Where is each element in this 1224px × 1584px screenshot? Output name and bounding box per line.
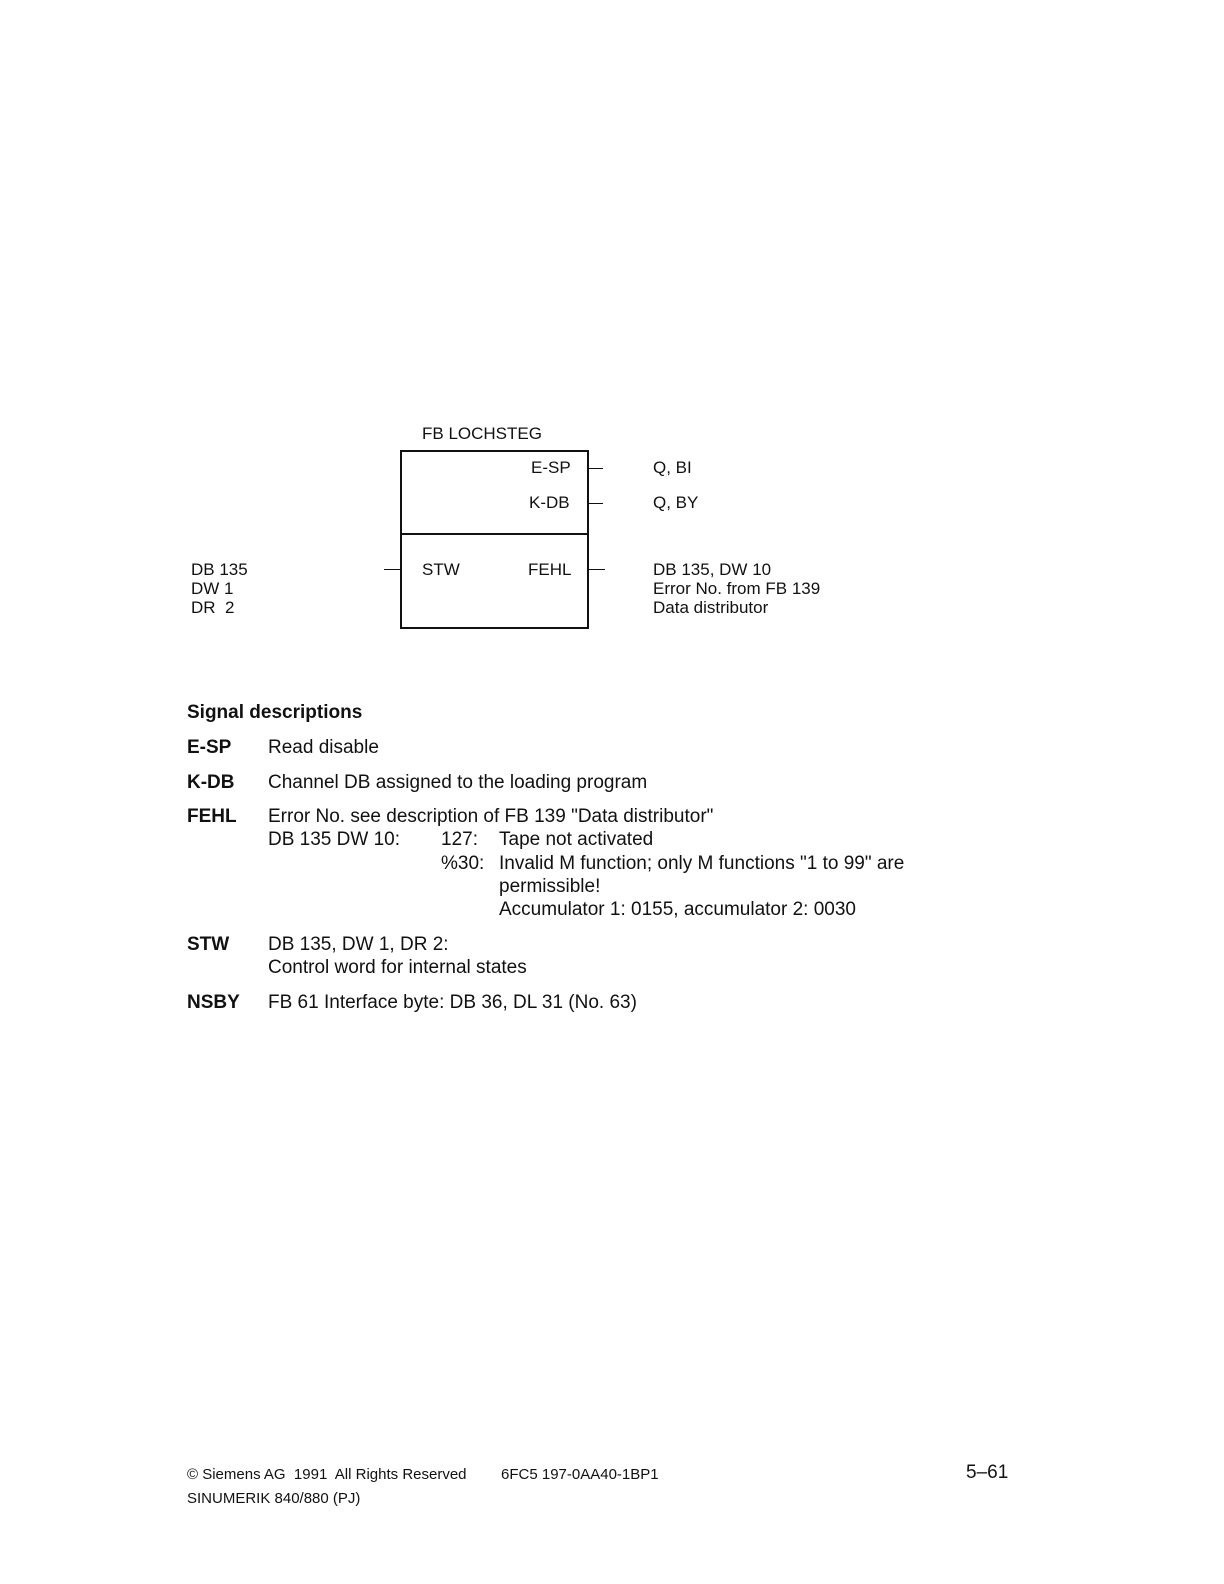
operand-esp: Q, BI [653, 458, 692, 477]
output-line-1: DB 135, DW 10 [653, 560, 772, 579]
input-line-2: DW 1 [191, 579, 234, 598]
signal-text-stw-line-2: Control word for internal states [268, 957, 527, 978]
input-line-1: DB 135 [191, 560, 248, 579]
pin-fehl: FEHL [528, 560, 572, 579]
pin-esp-line [589, 468, 603, 469]
signal-text-esp: Read disable [268, 737, 379, 758]
signal-key-esp: E-SP [187, 737, 232, 758]
signal-text-fehl: Error No. see description of FB 139 "Dat… [268, 806, 714, 827]
signal-text-stw-line-1: DB 135, DW 1, DR 2: [268, 934, 449, 955]
signal-text-nsby: FB 61 Interface byte: DB 36, DL 31 (No. … [268, 992, 637, 1013]
error-code-127: 127: [441, 829, 478, 850]
signal-key-nsby: NSBY [187, 992, 240, 1013]
pin-kdb: K-DB [529, 493, 570, 512]
footer-order-number: 6FC5 197-0AA40-1BP1 [501, 1466, 659, 1483]
footer-product: SINUMERIK 840/880 (PJ) [187, 1490, 361, 1507]
input-operand: DB 135 DW 1 DR 2 [191, 560, 248, 617]
output-operand: DB 135, DW 10 Error No. from FB 139 Data… [653, 560, 820, 617]
error-text-30-line-3: Accumulator 1: 0155, accumulator 2: 0030 [499, 899, 856, 920]
operand-kdb: Q, BY [653, 493, 699, 512]
fb-title: FB LOCHSTEG [422, 424, 542, 443]
error-text-30-line-1: Invalid M function; only M functions "1 … [499, 853, 905, 874]
output-line-3: Data distributor [653, 598, 769, 617]
footer-copyright: © Siemens AG 1991 All Rights Reserved [187, 1466, 467, 1483]
input-line-3: DR 2 [191, 598, 235, 617]
pin-stw: STW [422, 560, 460, 579]
pin-kdb-line [589, 503, 603, 504]
signal-key-fehl: FEHL [187, 806, 237, 827]
error-text-30-line-2: permissible! [499, 876, 601, 897]
signal-key-kdb: K-DB [187, 772, 235, 793]
page-number: 5–61 [966, 1462, 1009, 1483]
signal-key-stw: STW [187, 934, 230, 955]
signal-text-stw: DB 135, DW 1, DR 2: Control word for int… [268, 933, 527, 979]
fehl-db-label: DB 135 DW 10: [268, 829, 400, 850]
error-text-127: Tape not activated [499, 829, 654, 850]
error-code-30: %30: [441, 853, 485, 874]
pin-esp: E-SP [531, 458, 571, 477]
pin-stw-line [384, 569, 400, 570]
fb-box-bottom [400, 533, 589, 629]
section-heading: Signal descriptions [187, 702, 363, 723]
error-text-30: Invalid M function; only M functions "1 … [499, 852, 904, 921]
output-line-2: Error No. from FB 139 [653, 579, 821, 598]
signal-text-kdb: Channel DB assigned to the loading progr… [268, 772, 648, 793]
pin-fehl-line [589, 569, 605, 570]
